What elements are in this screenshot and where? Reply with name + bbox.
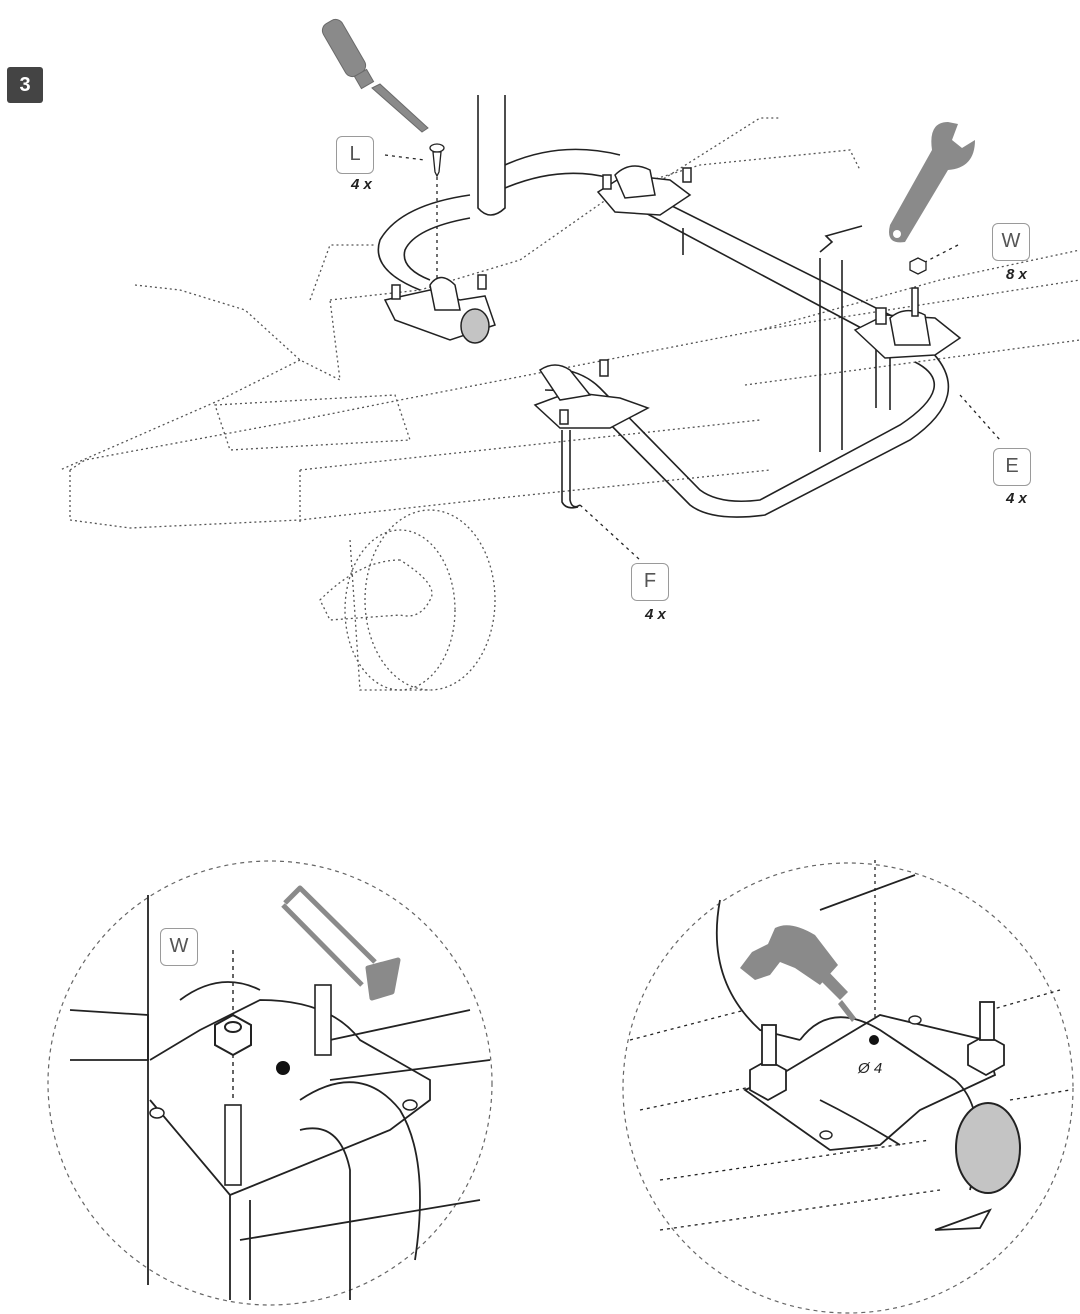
detail-right-circle	[622, 860, 1074, 1314]
clamp-rear-left	[596, 165, 692, 216]
clamp-rear-right	[853, 287, 962, 359]
part-qty-L: 4 x	[351, 176, 372, 193]
part-qty-F: 4 x	[645, 606, 666, 623]
screwdriver-icon	[321, 18, 429, 133]
hacksaw-icon	[281, 885, 401, 1001]
nut-detail-left	[214, 1013, 252, 1057]
wrench-icon	[889, 122, 975, 243]
drill-icon	[740, 925, 856, 1022]
part-label-W: W	[992, 223, 1030, 261]
clamp-front-left	[383, 274, 496, 344]
detail-left-circle	[47, 860, 493, 1306]
part-qty-W: 8 x	[1006, 266, 1027, 283]
hole-diameter-label: Ø 4	[858, 1060, 883, 1077]
part-qty-E: 4 x	[1006, 490, 1027, 507]
screw-L	[429, 143, 445, 178]
step-number-badge: 3	[7, 67, 43, 103]
bolt-detail-left	[224, 984, 332, 1186]
part-label-E: E	[993, 448, 1031, 486]
part-label-F: F	[631, 563, 669, 601]
vehicle-outline	[59, 117, 1080, 691]
bolts-detail-right	[749, 1001, 1005, 1102]
detail-part-label-W: W	[160, 928, 198, 966]
clamp-front-right	[533, 359, 650, 429]
part-label-L: L	[336, 136, 374, 174]
nut-W	[909, 257, 927, 275]
